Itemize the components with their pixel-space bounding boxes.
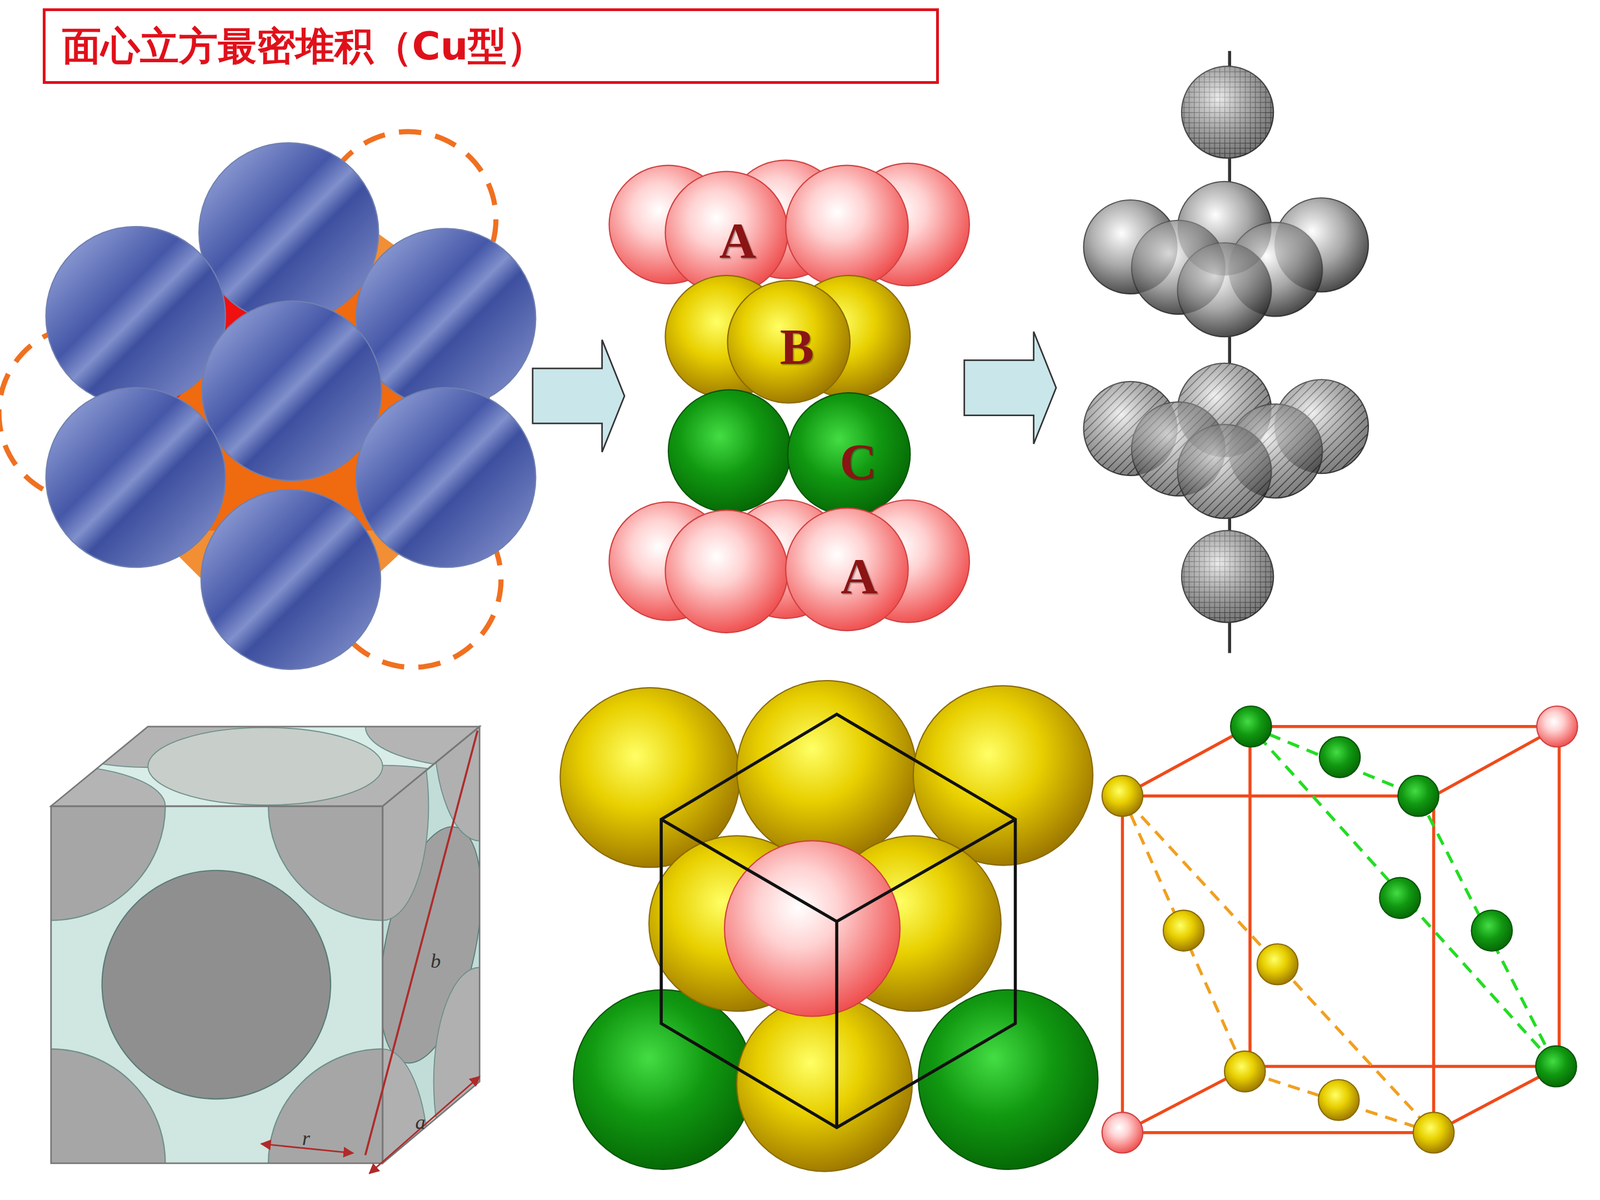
dimension-label: a	[415, 1112, 426, 1133]
b-atom	[1224, 1051, 1265, 1092]
b-atom	[1102, 775, 1143, 817]
layer-letter: A	[840, 551, 878, 603]
a-sphere	[785, 165, 908, 288]
layer-shade	[1177, 424, 1272, 519]
dimension-label: r	[302, 1128, 310, 1149]
layer-shade	[1177, 242, 1272, 337]
cell-edges	[1122, 726, 1559, 1133]
a-sphere	[785, 508, 908, 631]
axis-sphere	[1181, 530, 1274, 623]
layer-letter: C	[840, 436, 877, 488]
b-sphere	[727, 280, 850, 403]
a-sphere	[665, 510, 788, 633]
c-atom	[1397, 775, 1439, 817]
c-sphere	[668, 390, 791, 513]
blue-sphere	[356, 228, 536, 408]
blue-sphere	[356, 387, 536, 568]
unit-cell-cut	[0, 612, 594, 1200]
blue-sphere	[46, 387, 226, 568]
dimension-label: b	[430, 951, 441, 972]
face-atom	[102, 870, 331, 1099]
b-atom	[1257, 943, 1298, 985]
c-atom	[1535, 1046, 1577, 1087]
b-sphere	[736, 680, 917, 860]
axis-shade	[1181, 530, 1274, 623]
title-box: 面心立方最密堆积（Cu型）	[42, 8, 939, 84]
b-atom	[1163, 910, 1204, 951]
a-atom	[1102, 1112, 1143, 1153]
fcc-cell	[1102, 706, 1578, 1153]
abc-stacking	[609, 160, 970, 633]
block-arrow	[964, 331, 1057, 444]
axis-sphere	[1181, 66, 1274, 158]
c-atom	[1379, 877, 1420, 919]
blue-sphere	[202, 301, 382, 481]
c-atom	[1471, 910, 1513, 951]
corner-atom	[0, 1048, 166, 1200]
dimension-arrow	[369, 1076, 480, 1174]
layer-letter: A	[719, 215, 757, 267]
c-sphere	[787, 392, 910, 515]
layer-sphere	[1177, 424, 1272, 519]
diagonal-line	[365, 730, 478, 1155]
b-atom	[1413, 1112, 1454, 1153]
c-atom	[1319, 736, 1360, 778]
plane-dashes	[1250, 726, 1557, 1067]
close-packed-layer	[0, 131, 536, 670]
b-atom	[1318, 1079, 1359, 1120]
blue-sphere	[201, 490, 381, 670]
blue-sphere	[46, 226, 226, 407]
blue-sphere	[198, 142, 379, 323]
c-sphere	[918, 990, 1098, 1170]
layer-sphere	[1177, 242, 1272, 337]
c-sphere	[573, 990, 753, 1170]
axis-shade	[1181, 66, 1274, 158]
plane-dashes	[1122, 796, 1434, 1133]
diagonal-view	[560, 680, 1098, 1172]
c-atom	[1230, 706, 1272, 747]
layer-letter: B	[780, 321, 814, 373]
title: 面心立方最密堆积（Cu型）	[62, 26, 547, 66]
layer-axis	[1083, 51, 1369, 654]
a-sphere	[724, 840, 900, 1017]
cube-outline	[661, 714, 1015, 1128]
block-arrow	[532, 340, 625, 453]
a-atom	[1536, 706, 1578, 747]
